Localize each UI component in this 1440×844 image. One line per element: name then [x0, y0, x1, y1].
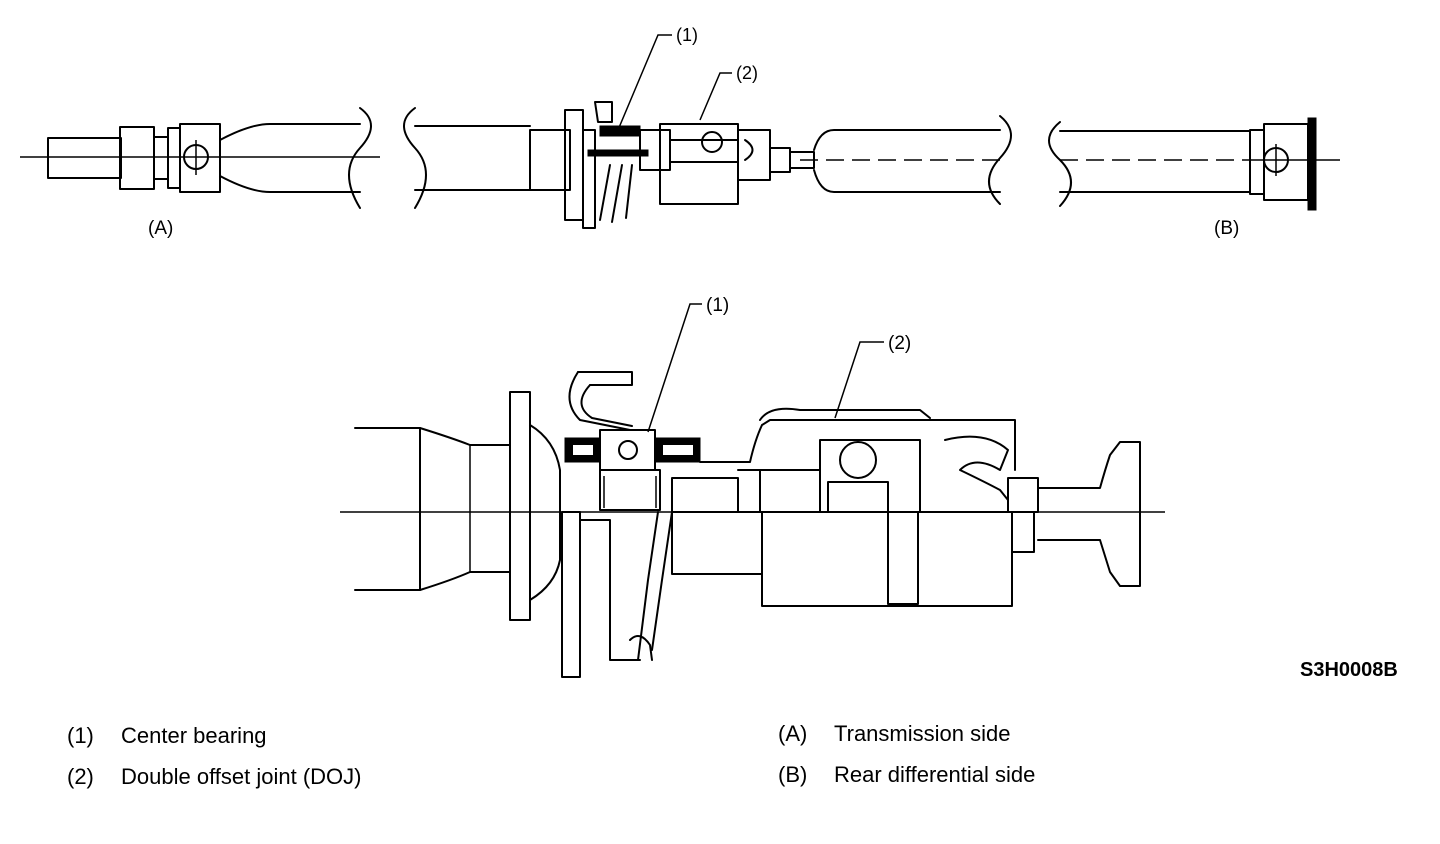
front-tube-end-detail — [354, 427, 511, 591]
legend-text: Double offset joint (DOJ) — [121, 764, 362, 789]
center-bearing-detail — [564, 371, 701, 661]
legend-number: (2) — [67, 764, 94, 789]
detail-drawing: (1) (2) S3H0008B — [340, 295, 1398, 681]
front-tube — [219, 107, 531, 209]
doj-detail — [699, 407, 1039, 607]
transmission-yoke — [47, 123, 221, 193]
figure-code: S3H0008B — [1300, 659, 1398, 681]
center-bearing-small — [529, 101, 671, 229]
companion-flange-detail — [509, 391, 641, 678]
callout-side-b: (B) — [1214, 218, 1239, 239]
legend-item-doj: (2) Double offset joint (DOJ) — [67, 764, 361, 790]
legend-item-center-bearing: (1) Center bearing — [67, 723, 267, 749]
legend-number: (A) — [778, 721, 808, 746]
doj-small — [659, 123, 815, 205]
rear-tube — [813, 115, 1251, 207]
legend-text: Center bearing — [121, 723, 267, 748]
rear-yoke — [1249, 117, 1317, 211]
rear-stub-detail — [1037, 441, 1141, 587]
callout-bottom-bearing: (1) — [706, 295, 729, 316]
legend-text: Transmission side — [834, 721, 1011, 746]
legend-item-transmission-side: (A) Transmission side — [778, 721, 1010, 747]
callout-top-bearing: (1) — [676, 25, 698, 45]
legend-number: (1) — [67, 723, 94, 748]
legend-number: (B) — [778, 762, 808, 787]
overview-drawing: (1) (2) (A) (B) — [20, 25, 1340, 239]
intermediate-shaft-detail — [671, 469, 763, 575]
callout-bottom-doj: (2) — [888, 333, 911, 354]
callout-top-doj: (2) — [736, 63, 758, 83]
legend-text: Rear differential side — [834, 762, 1036, 787]
legend-item-rear-differential-side: (B) Rear differential side — [778, 762, 1035, 788]
callout-side-a: (A) — [148, 218, 173, 239]
